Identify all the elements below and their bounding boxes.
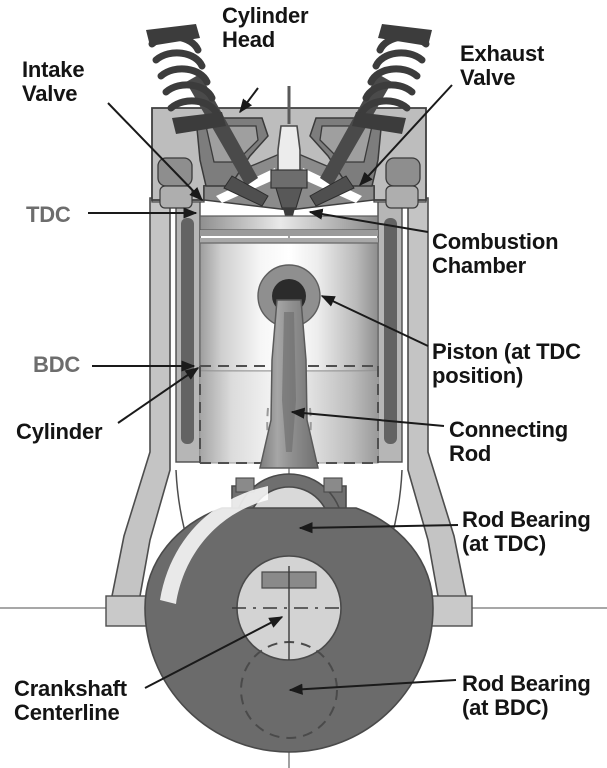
engine-block	[105, 183, 473, 669]
head-boss-right	[385, 157, 421, 187]
label-rod-bearing-bdc: Rod Bearing (at BDC)	[462, 671, 591, 720]
leader-crankshaft-centerline	[144, 616, 284, 689]
water-jacket-right	[384, 218, 397, 444]
counterweight-relief-left	[160, 486, 268, 604]
piston-ring-2	[200, 238, 378, 243]
label-exhaust-valve: Exhaust Valve	[460, 41, 545, 90]
rod-cap-bolt-head-left	[235, 477, 255, 493]
leader-lines	[88, 84, 459, 695]
label-cylinder-head: Cylinder Head	[222, 3, 309, 52]
leader-intake-valve	[107, 102, 203, 202]
intake-spring-retainer-top	[146, 24, 200, 46]
leader-rod-bearing-tdc	[298, 522, 459, 534]
label-tdc: TDC	[26, 202, 71, 227]
piston-ring-1	[200, 230, 378, 236]
label-cylinder: Cylinder	[16, 419, 103, 444]
leader-exhaust-valve	[359, 84, 453, 187]
label-connecting-rod: Connecting Rod	[449, 417, 568, 466]
crankshaft	[144, 486, 434, 753]
label-bdc: BDC	[33, 352, 81, 377]
leader-cylinder	[117, 367, 200, 424]
label-crankshaft-centerline: Crankshaft Centerline	[14, 676, 127, 725]
leader-rod-bearing-bdc	[288, 679, 457, 695]
rod-cap-bolt-head-right	[323, 477, 343, 493]
exhaust-valve-spring	[357, 33, 430, 118]
spark-plug-hex	[270, 169, 308, 189]
exhaust-spring-retainer-bottom	[352, 112, 406, 134]
spark-plug-electrode	[283, 208, 295, 216]
spark-plug-insulator	[277, 125, 301, 173]
intake-valve-spring	[148, 33, 221, 118]
cylinder-head	[146, 24, 432, 216]
exhaust-valve-head	[309, 175, 355, 207]
intake-valve-head	[223, 175, 269, 207]
label-intake-valve: Intake Valve	[22, 57, 85, 106]
leader-connecting-rod	[290, 407, 445, 427]
intake-spring-retainer-bottom	[172, 112, 226, 134]
label-piston-at-tdc: Piston (at TDC position)	[432, 339, 581, 388]
head-gasket-boss-left	[159, 185, 193, 209]
spark-plug-thread	[275, 187, 303, 209]
head-gasket-boss-right	[385, 185, 419, 209]
leader-piston	[320, 295, 429, 347]
label-rod-bearing-tdc: Rod Bearing (at TDC)	[462, 507, 591, 556]
spark-plug	[270, 86, 308, 216]
leader-cylinder-head	[239, 87, 259, 114]
leader-combustion-chamber	[308, 208, 429, 233]
water-jacket-left	[181, 218, 194, 444]
label-combustion-chamber: Combustion Chamber	[432, 229, 559, 278]
exhaust-spring-retainer-top	[378, 24, 432, 46]
